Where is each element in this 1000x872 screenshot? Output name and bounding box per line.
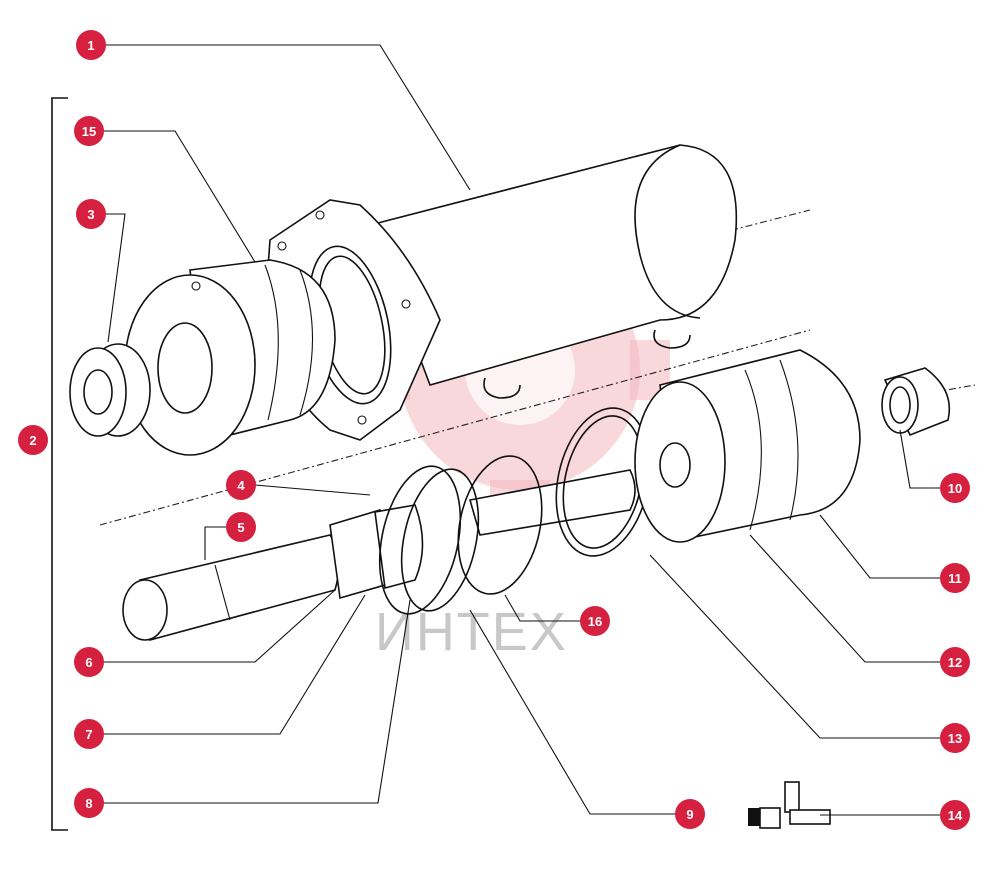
callout-1: 1 xyxy=(76,30,106,60)
right-axis-line xyxy=(889,384,976,401)
svg-text:4: 4 xyxy=(237,478,245,493)
svg-text:15: 15 xyxy=(82,124,96,139)
lower-axis-line xyxy=(99,329,811,526)
svg-text:13: 13 xyxy=(948,731,962,746)
callout-16: 16 xyxy=(580,606,610,636)
svg-text:10: 10 xyxy=(948,481,962,496)
callout-11: 11 xyxy=(940,563,970,593)
callout-14: 14 xyxy=(940,800,970,830)
svg-text:2: 2 xyxy=(29,433,36,448)
gland xyxy=(124,259,336,456)
callout-4: 4 xyxy=(226,470,256,500)
callout-15: 15 xyxy=(74,116,104,146)
callout-6: 6 xyxy=(74,647,104,677)
callout-5: 5 xyxy=(226,512,256,542)
svg-text:14: 14 xyxy=(948,808,963,823)
svg-text:9: 9 xyxy=(686,807,693,822)
callout-12: 12 xyxy=(940,647,970,677)
svg-text:12: 12 xyxy=(948,655,962,670)
piston xyxy=(634,349,861,543)
callout-10: 10 xyxy=(940,473,970,503)
callout-13: 13 xyxy=(940,723,970,753)
svg-text:1: 1 xyxy=(87,38,94,53)
callout-8: 8 xyxy=(74,788,104,818)
grease-fitting xyxy=(748,781,831,829)
svg-text:3: 3 xyxy=(87,207,94,222)
svg-text:5: 5 xyxy=(237,520,244,535)
svg-text:16: 16 xyxy=(588,614,602,629)
callout-3: 3 xyxy=(76,199,106,229)
svg-text:7: 7 xyxy=(85,727,92,742)
nut xyxy=(881,367,951,437)
callout-7: 7 xyxy=(74,719,104,749)
callout-2: 2 xyxy=(18,425,48,455)
callout-9: 9 xyxy=(675,799,705,829)
svg-text:11: 11 xyxy=(948,571,962,586)
svg-text:6: 6 xyxy=(85,655,92,670)
wiper-ring xyxy=(69,343,151,437)
piston-rod xyxy=(122,469,636,642)
watermark-text: ИНТЕХ xyxy=(375,602,568,662)
svg-text:8: 8 xyxy=(85,796,92,811)
assembly-bracket xyxy=(51,97,68,831)
